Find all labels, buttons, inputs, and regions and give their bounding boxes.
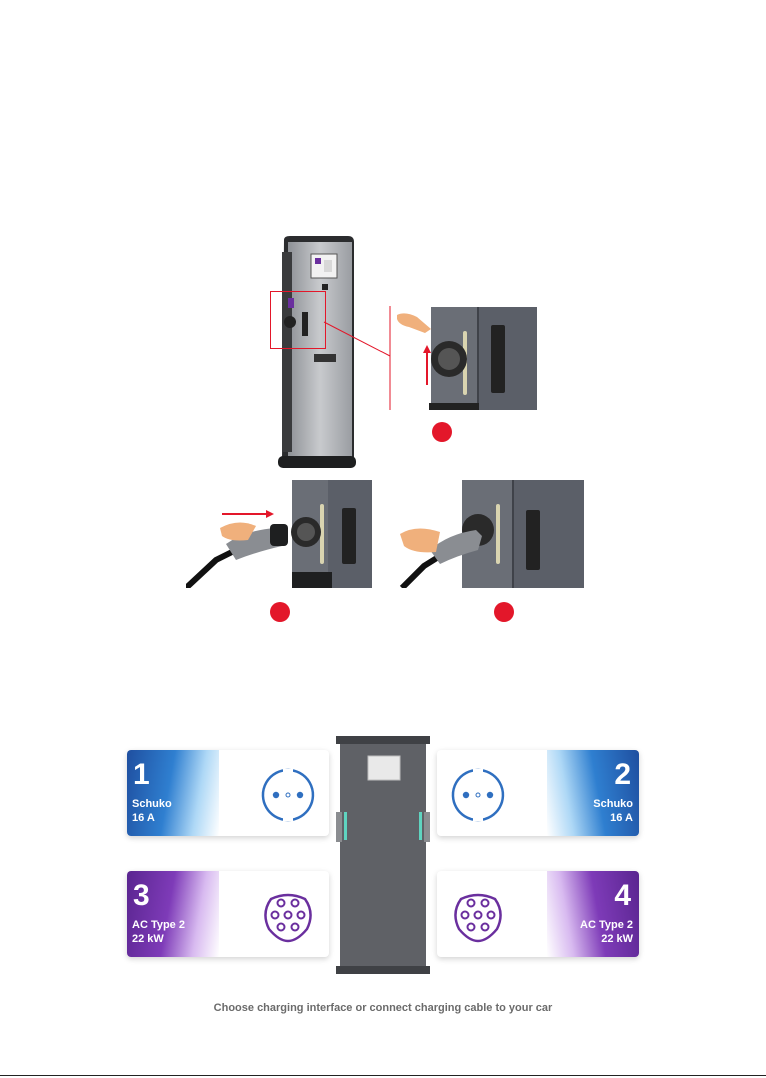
port-rating: 22 kW xyxy=(601,933,633,946)
schuko-socket-icon xyxy=(451,768,505,822)
port-rating: 16 A xyxy=(610,812,633,825)
schuko-socket-icon xyxy=(261,768,315,822)
port-card-3[interactable]: 3 AC Type 2 22 kW xyxy=(127,871,329,957)
port-card-4[interactable]: 4 AC Type 2 22 kW xyxy=(437,871,639,957)
port-number: 1 xyxy=(133,760,150,790)
zoom-detail-open-cover xyxy=(391,307,537,410)
port-rating: 16 A xyxy=(132,812,155,825)
port-number: 3 xyxy=(133,881,150,911)
page-bottom-rule xyxy=(0,1075,766,1076)
zoom-detail-insert-plug xyxy=(186,480,372,588)
port-type: AC Type 2 xyxy=(580,919,633,932)
port-card-1[interactable]: 1 Schuko 16 A xyxy=(127,750,329,836)
port-rating: 22 kW xyxy=(132,933,164,946)
port-card-2[interactable]: 2 Schuko 16 A xyxy=(437,750,639,836)
step-1-marker xyxy=(432,422,452,442)
port-type: AC Type 2 xyxy=(132,919,185,932)
highlight-frame xyxy=(270,291,326,349)
station-top-view xyxy=(334,736,432,974)
zoom-detail-plug-connected xyxy=(396,480,584,588)
instruction-caption: Choose charging interface or connect cha… xyxy=(0,1002,766,1014)
port-number: 4 xyxy=(614,881,631,911)
type2-socket-icon xyxy=(451,889,505,943)
port-type: Schuko xyxy=(132,798,172,811)
port-number: 2 xyxy=(614,760,631,790)
port-type: Schuko xyxy=(593,798,633,811)
step-2-marker xyxy=(270,602,290,622)
zoom-connector-line xyxy=(320,306,392,410)
step-3-marker xyxy=(494,602,514,622)
type2-socket-icon xyxy=(261,889,315,943)
